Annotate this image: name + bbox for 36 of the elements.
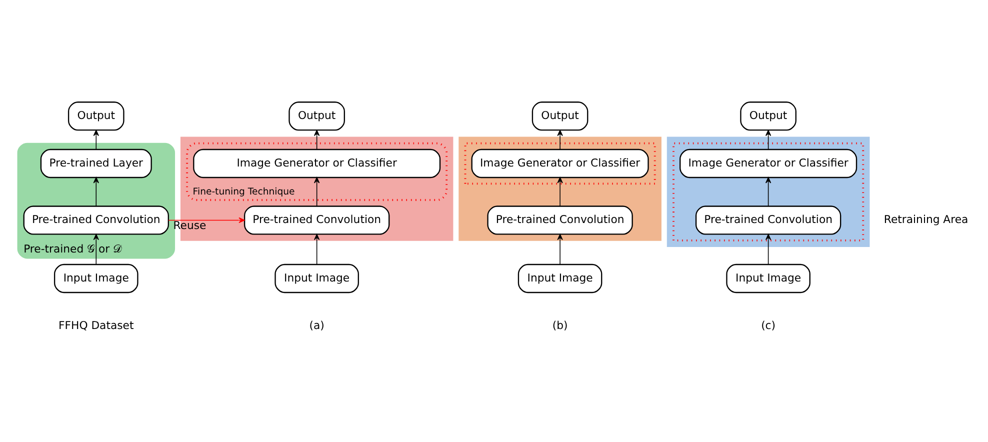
node-box: Input Image bbox=[518, 264, 602, 294]
node-box: Input Image bbox=[274, 264, 359, 294]
node-box: Pre-trained Layer bbox=[40, 148, 152, 178]
label: (b) bbox=[552, 318, 568, 332]
label: (a) bbox=[309, 318, 324, 332]
node-box: Image Generator or Classifier bbox=[471, 148, 649, 178]
node-box: Pre-trained Convolution bbox=[487, 206, 633, 235]
arrow bbox=[765, 234, 772, 265]
arrow bbox=[765, 177, 772, 206]
arrow bbox=[557, 130, 563, 150]
arrow bbox=[765, 130, 772, 150]
arrow bbox=[168, 217, 245, 224]
arrow bbox=[557, 177, 563, 206]
node-box: Pre-trained Convolution bbox=[244, 206, 390, 235]
node-box: Output bbox=[740, 102, 796, 131]
arrow bbox=[314, 234, 320, 265]
node-box: Pre-trained Convolution bbox=[695, 206, 842, 235]
cluster bbox=[666, 136, 870, 248]
node-box: Output bbox=[288, 102, 345, 131]
arrow bbox=[314, 130, 320, 150]
arrow bbox=[314, 177, 320, 206]
arrow bbox=[93, 130, 99, 150]
arrow bbox=[557, 234, 563, 265]
node-box: Input Image bbox=[54, 264, 138, 294]
edge-label: Reuse bbox=[173, 218, 206, 232]
node-box: Image Generator or Classifier bbox=[680, 148, 858, 178]
node-box: Pre-trained Convolution bbox=[23, 206, 169, 235]
node-box: Output bbox=[532, 102, 588, 131]
node-box: Image Generator or Classifier bbox=[193, 148, 441, 178]
label: FFHQ Dataset bbox=[58, 318, 134, 332]
label: (c) bbox=[761, 318, 776, 332]
arrow bbox=[93, 177, 99, 206]
label: Retraining Area bbox=[884, 213, 968, 226]
node-box: Output bbox=[68, 102, 124, 131]
arrow bbox=[93, 234, 99, 265]
node-box: Input Image bbox=[726, 264, 810, 294]
